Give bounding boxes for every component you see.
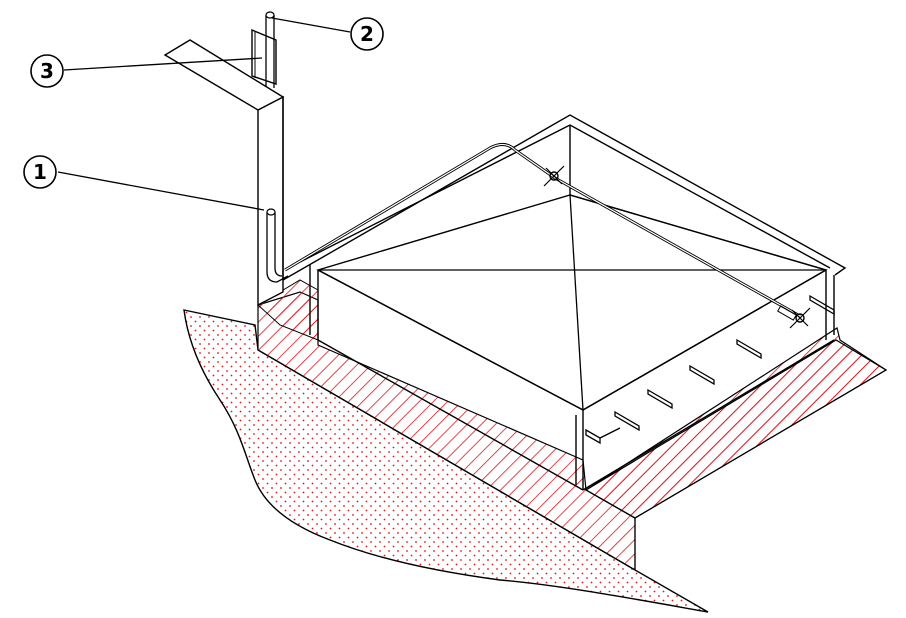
top-diagonal-c — [317, 269, 584, 411]
box-lower-right — [582, 269, 827, 411]
box-bottom-right — [582, 339, 835, 491]
edge-pipe-inner — [284, 143, 801, 317]
anchor-marker-right — [777, 305, 811, 329]
top-diagonal-d — [569, 194, 827, 271]
callout-2: 2 — [271, 17, 384, 51]
vertical-wall-front — [257, 95, 284, 307]
anchor-marker-back — [543, 165, 565, 187]
box-bottom-left — [317, 339, 584, 491]
callout-1-label: 1 — [33, 160, 47, 184]
flashing-plate — [251, 28, 277, 85]
callout-3-label: 3 — [40, 59, 54, 83]
callout-2-label: 2 — [360, 22, 374, 46]
callout-3: 3 — [30, 54, 263, 88]
pipe-top-end — [265, 11, 275, 19]
top-diagonal-b — [569, 194, 584, 411]
foundation-right-strip — [584, 339, 888, 519]
drainage-slots — [585, 294, 835, 445]
pipe-top — [265, 15, 275, 88]
pipe-wall-end — [266, 208, 276, 216]
callout-1: 1 — [23, 155, 265, 211]
pipe-wall — [266, 212, 289, 283]
